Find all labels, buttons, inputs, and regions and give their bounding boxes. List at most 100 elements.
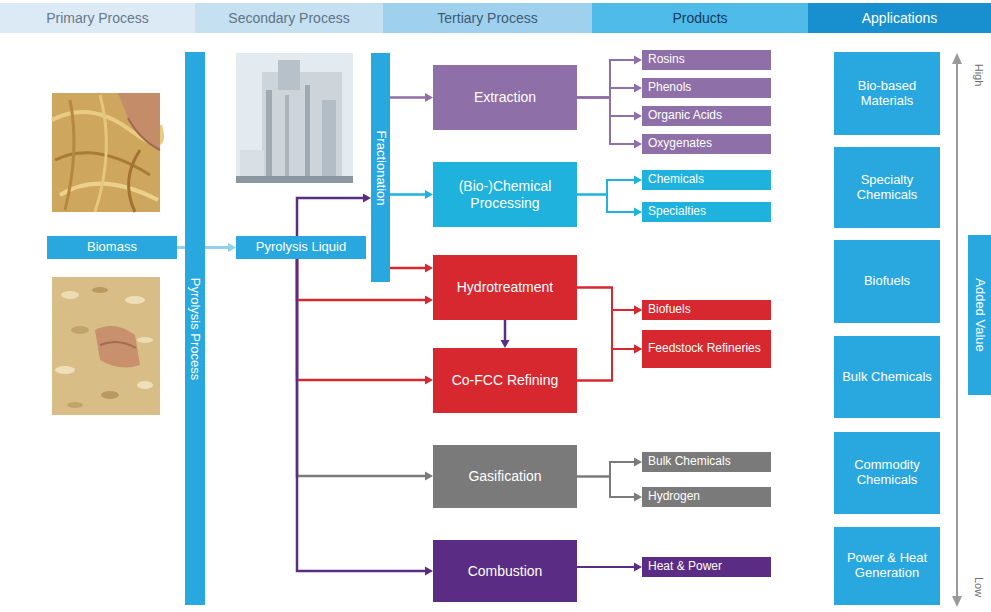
connector-line	[577, 288, 636, 311]
connector	[177, 247, 185, 248]
arrow-head	[634, 563, 642, 572]
node-text: Organic Acids	[648, 109, 722, 123]
connector	[577, 84, 642, 98]
column-header: Applications	[808, 3, 991, 33]
connector	[577, 477, 642, 502]
node-text: Added Value	[972, 278, 987, 352]
arrow-head	[425, 296, 433, 305]
application-box: Commodity Chemicals	[834, 432, 940, 514]
arrow-head	[425, 567, 433, 576]
column-header: Products	[592, 3, 808, 33]
connector	[297, 259, 433, 481]
arrow-head	[501, 340, 510, 348]
connector	[390, 93, 433, 102]
node-text: (Bio-)Chemical Processing	[439, 178, 571, 210]
arrow-head	[425, 190, 433, 199]
connector	[577, 345, 642, 381]
node-text: Bulk Chemicals	[842, 370, 932, 385]
node-text: Primary Process	[46, 10, 149, 26]
node-text: Bio-based Materials	[840, 79, 934, 109]
process-box: Gasification	[433, 445, 577, 508]
connector-line	[577, 462, 636, 477]
arrow-head	[425, 93, 433, 102]
node-text: Applications	[862, 10, 938, 26]
connector-line	[297, 259, 427, 380]
connector	[577, 563, 642, 572]
connector-line	[390, 193, 427, 196]
connector-line	[390, 267, 427, 270]
scale-label-box: High	[970, 55, 988, 95]
application-box: Bulk Chemicals	[834, 336, 940, 418]
column-header: Secondary Process	[195, 3, 383, 33]
connector-line	[297, 259, 427, 476]
process-bar: Fractionation	[371, 53, 390, 282]
arrow-head	[634, 306, 642, 315]
product-box: Feedstock Refineries	[642, 330, 771, 368]
connector	[390, 190, 433, 199]
arrow-head	[634, 140, 642, 149]
connector	[577, 306, 642, 381]
arrow-head	[634, 345, 642, 354]
node-text: Products	[672, 10, 727, 26]
connector	[577, 56, 642, 98]
connector-line	[577, 98, 636, 145]
node-text: Biofuels	[864, 274, 910, 289]
arrow-head	[634, 84, 642, 93]
column-header: Tertiary Process	[383, 3, 592, 33]
node-text: Oxygenates	[648, 137, 712, 151]
product-box: Rosins	[642, 50, 771, 70]
connector	[577, 288, 642, 354]
node-text: Combustion	[468, 563, 543, 579]
connector-line	[504, 320, 507, 342]
arrow-head	[363, 194, 371, 203]
node-text: Power & Heat Generation	[840, 551, 934, 581]
application-box: Power & Heat Generation	[834, 527, 940, 605]
node-text: Biofuels	[648, 303, 691, 317]
connector	[577, 458, 642, 477]
arrow-head	[634, 458, 642, 467]
node-text: Heat & Power	[648, 560, 722, 574]
product-box: Phenols	[642, 78, 771, 98]
node-text: Biomass	[87, 240, 137, 255]
connector	[501, 320, 510, 348]
node-text: Gasification	[468, 468, 541, 484]
arrow-head	[634, 176, 642, 185]
product-box: Bulk Chemicals	[642, 452, 771, 472]
connector-line	[390, 96, 427, 99]
product-box: Oxygenates	[642, 134, 771, 154]
arrow-head	[634, 208, 642, 217]
node-text: Specialties	[648, 205, 706, 219]
connector-line	[577, 195, 636, 213]
product-box: Organic Acids	[642, 106, 771, 126]
connector-line	[577, 60, 636, 98]
node-text: Specialty Chemicals	[840, 173, 934, 203]
connector-line	[297, 259, 427, 571]
node-text: Secondary Process	[228, 10, 349, 26]
connector	[390, 264, 433, 273]
connector	[297, 259, 433, 385]
process-box: Extraction	[433, 65, 577, 130]
connector	[297, 194, 371, 237]
node-text: Bulk Chemicals	[648, 455, 731, 469]
connector-line	[577, 310, 636, 381]
node-text: Phenols	[648, 81, 691, 95]
node-text: Extraction	[474, 89, 536, 105]
arrow-head	[425, 264, 433, 273]
connector-line	[297, 198, 365, 236]
scale-label-box: Low	[970, 570, 988, 604]
product-box: Hydrogen	[642, 487, 771, 507]
scale-label: Low	[973, 577, 985, 597]
arrow-head	[425, 472, 433, 481]
value-scale-arrow	[952, 53, 962, 607]
node-text: Rosins	[648, 53, 685, 67]
input-box: Biomass	[47, 236, 177, 259]
process-box: (Bio-)Chemical Processing	[433, 162, 577, 227]
arrow-head	[228, 243, 236, 252]
connector-line	[205, 246, 230, 249]
process-box: Combustion	[433, 540, 577, 602]
node-text: Tertiary Process	[437, 10, 537, 26]
process-box: Hydrotreatment	[433, 255, 577, 320]
connector	[577, 176, 642, 195]
node-text: Chemicals	[648, 173, 704, 187]
wood-chips-photo	[52, 277, 160, 415]
